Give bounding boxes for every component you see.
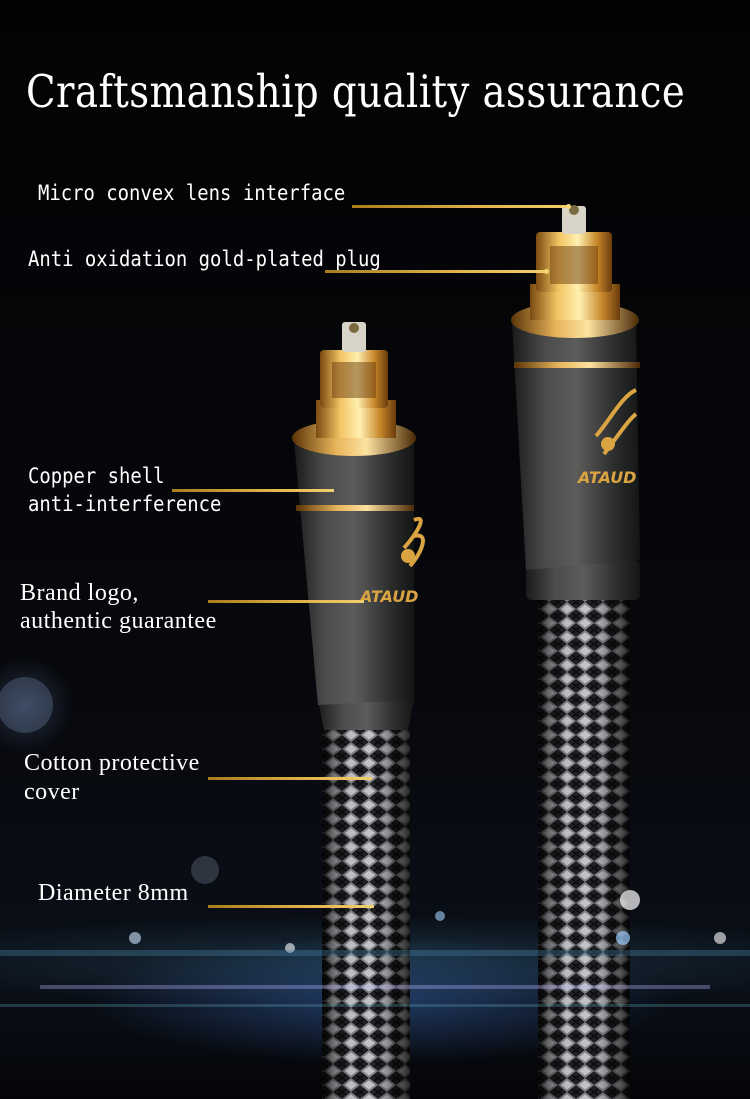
leader-line-lens <box>352 205 570 208</box>
leader-line-logo <box>208 600 364 603</box>
callout-brand-logo-line2: authentic guarantee <box>20 608 217 634</box>
callout-gold-plated-plug: Anti oxidation gold-plated plug <box>28 247 381 271</box>
front-cable <box>292 322 416 1099</box>
callout-cotton-cover-line2: cover <box>24 779 80 805</box>
callout-lens-interface: Micro convex lens interface <box>38 181 346 205</box>
brand-logo-text-rear: ATAUD <box>576 468 636 487</box>
callout-copper-shell-line1: Copper shell <box>28 464 165 488</box>
callout-brand-logo-line1: Brand logo, <box>20 580 139 606</box>
leader-line-cover <box>208 777 372 780</box>
leader-line-diameter <box>208 905 374 908</box>
brand-logo-mark: ATAUD ATAUD <box>358 388 638 606</box>
leader-dot-plug <box>544 269 549 274</box>
leader-line-shell <box>172 489 334 492</box>
brand-logo-text-front: ATAUD <box>358 587 418 606</box>
sparkle-particles <box>0 677 750 1007</box>
rear-cable <box>511 205 640 1099</box>
callout-cotton-cover-line1: Cotton protective <box>24 750 200 776</box>
leader-line-plug <box>325 270 547 273</box>
leader-dot-lens <box>566 204 571 209</box>
page-title: Craftsmanship quality assurance <box>26 65 686 118</box>
callout-copper-shell-line2: anti-interference <box>28 492 222 516</box>
callout-diameter: Diameter 8mm <box>38 880 189 906</box>
